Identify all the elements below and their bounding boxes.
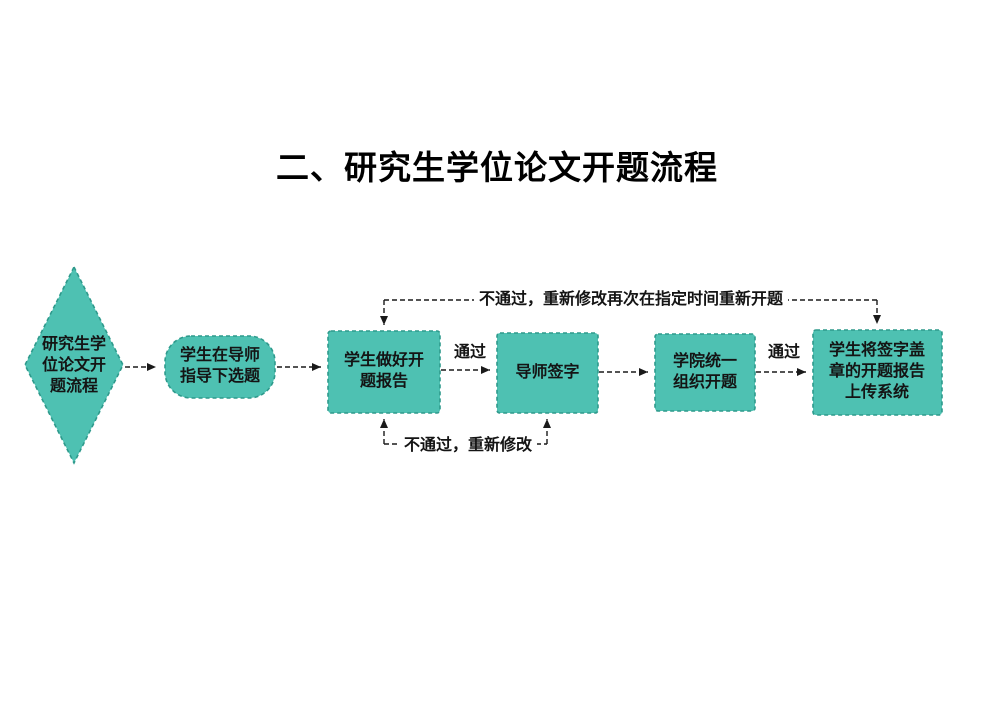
node-college-opening-rect (654, 333, 756, 412)
node-advisor-sign-rect (496, 332, 599, 414)
edge-label-fail-restart: 不通过，重新修改再次在指定时间重新开题 (473, 291, 789, 309)
node-upload-system-label: 学生将签字盖章的开题报告上传系统 (828, 342, 925, 401)
page-title: 二、研究生学位论文开题流程 (276, 151, 718, 187)
node-prepare-report-label: 学生做好开题报告 (343, 352, 424, 390)
node-upload-system-rect (812, 329, 943, 416)
edge-label-fail-revise: 不通过，重新修改 (398, 437, 538, 455)
node-prepare-report-rect (327, 330, 441, 414)
node-select-topic-rounded (164, 335, 276, 399)
edge-label-pass-upload: 通过 (767, 344, 800, 361)
node-select-topic-label: 学生在导师指导下选题 (179, 347, 260, 385)
node-start-diamond (24, 265, 124, 465)
edge-label-pass-advisor: 通过 (453, 344, 486, 361)
node-college-opening-label: 学院统一组织开题 (672, 353, 737, 391)
node-start-label: 研究生学位论文开题流程 (41, 336, 106, 395)
node-advisor-sign-label: 导师签字 (515, 364, 580, 381)
